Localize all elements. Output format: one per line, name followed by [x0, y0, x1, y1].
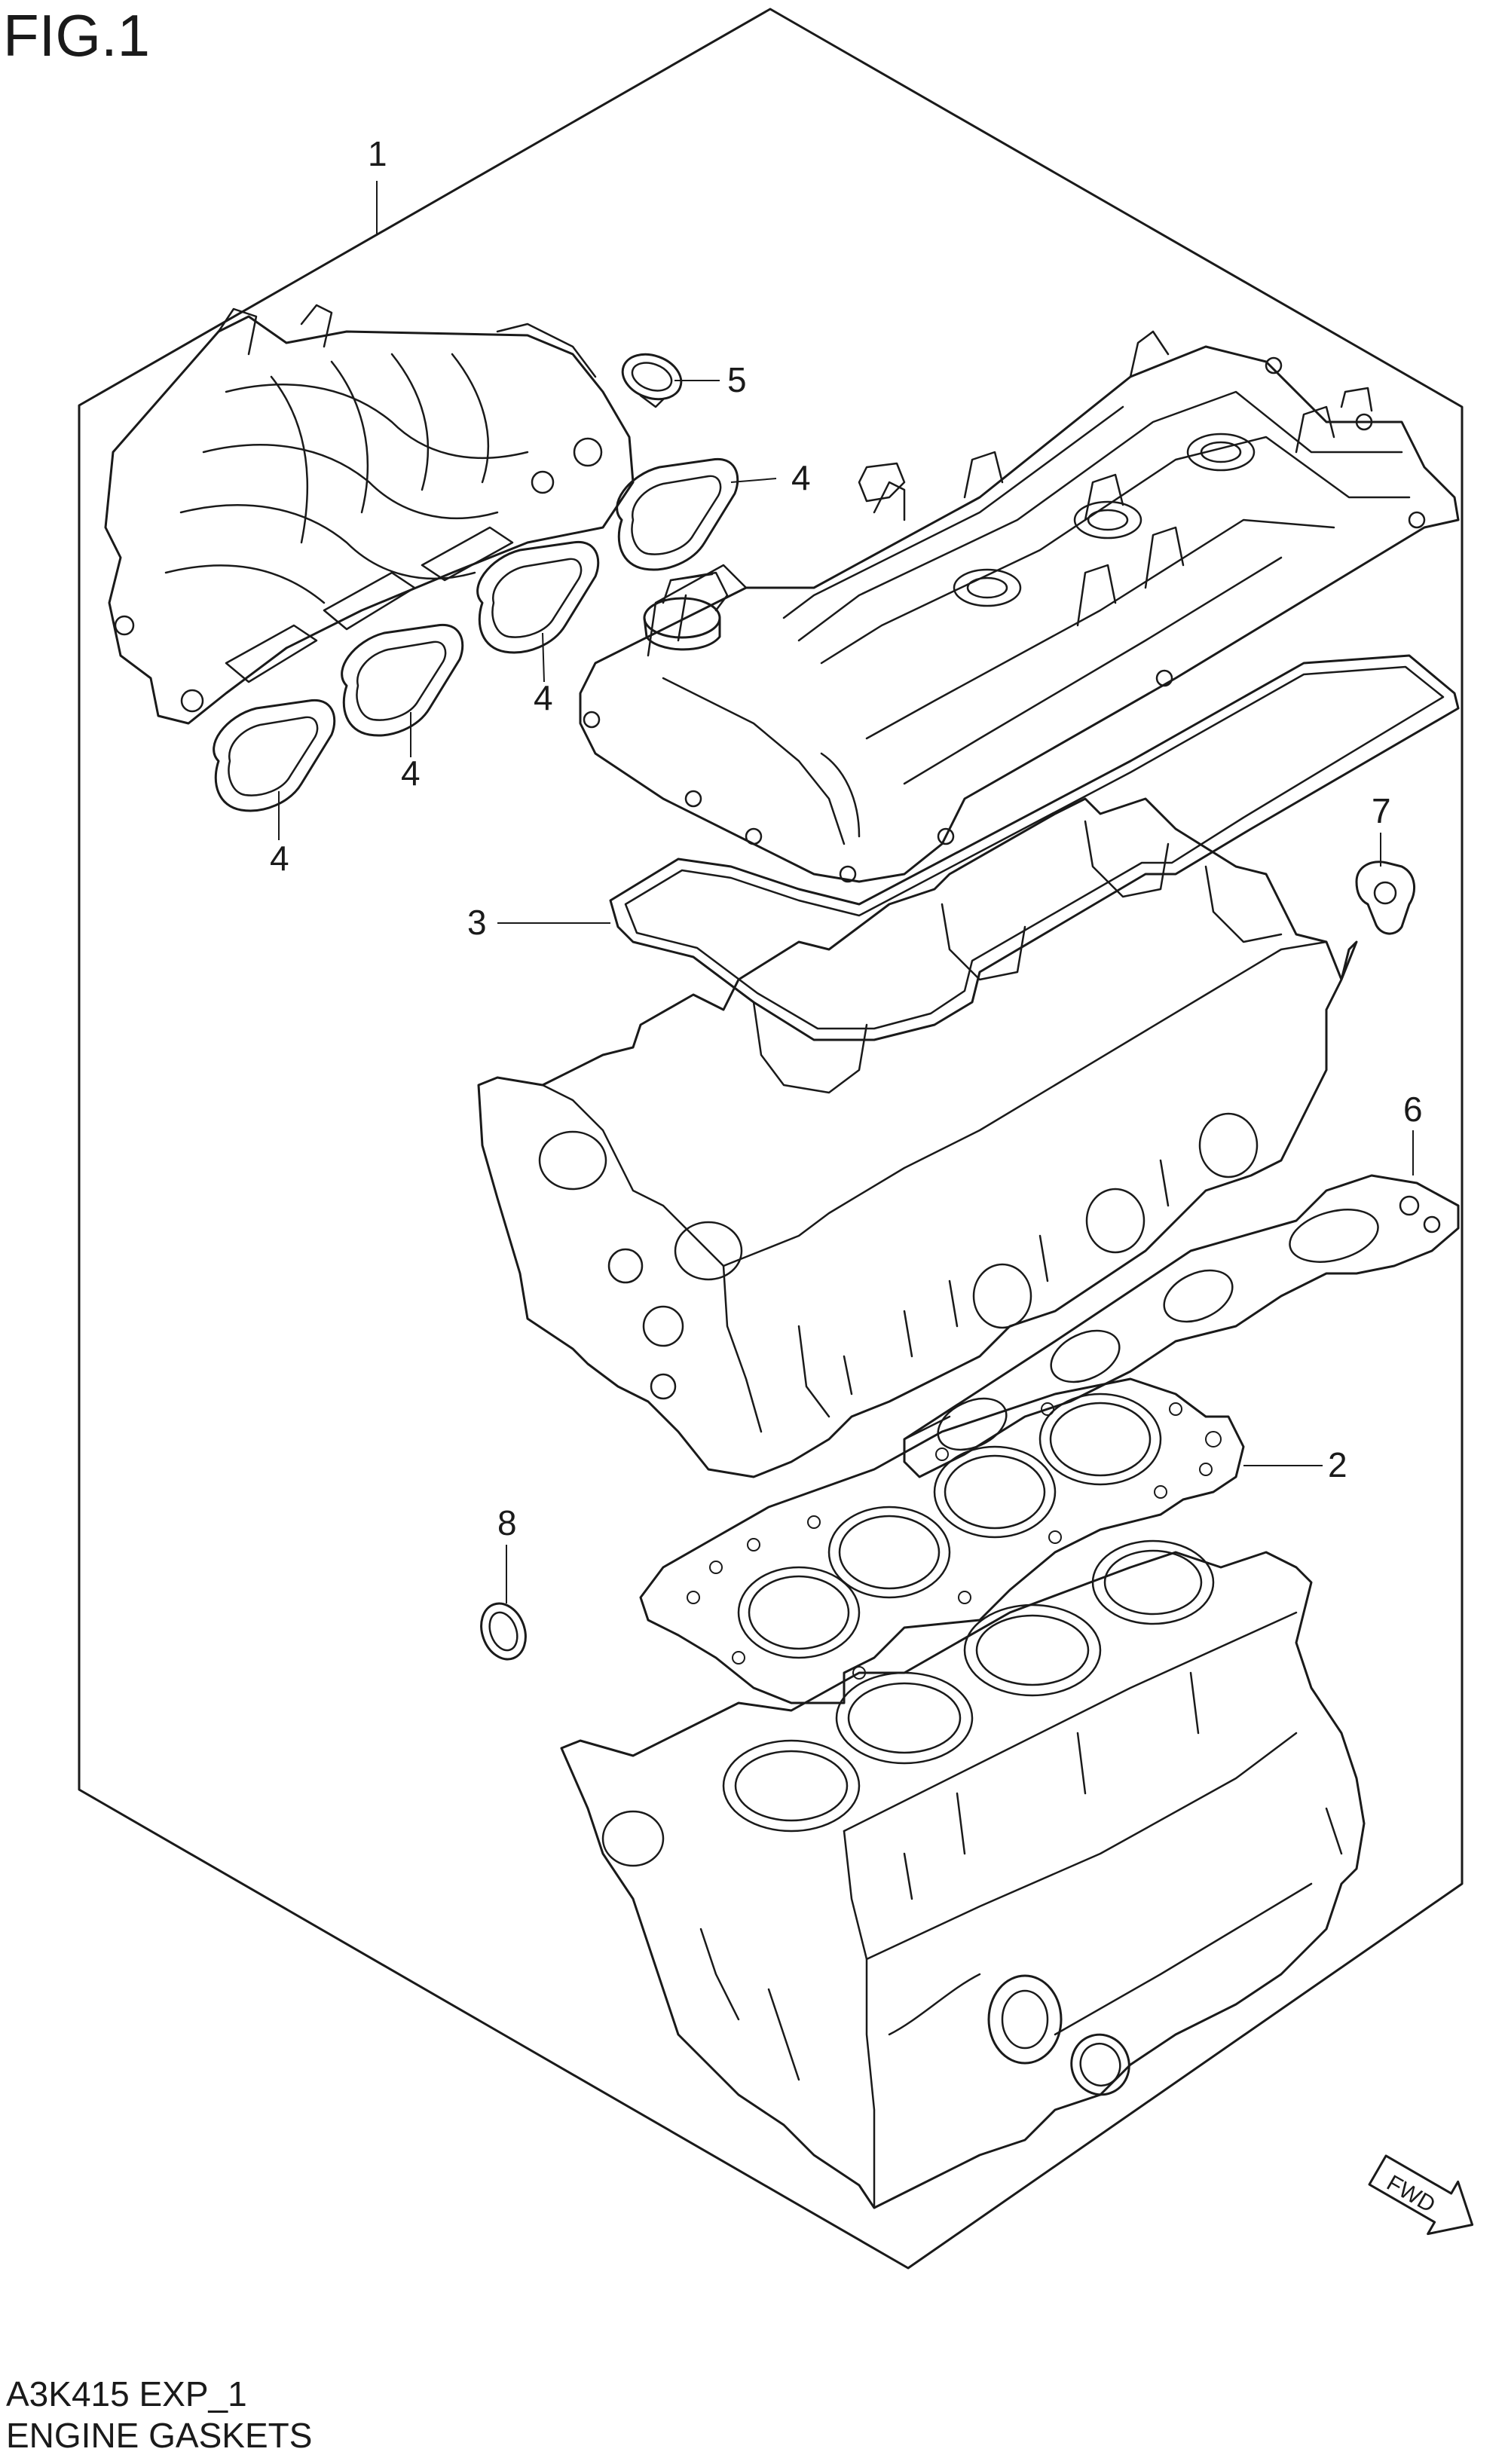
callout-4c: 4 — [401, 754, 421, 793]
intake-gasket-3 — [476, 540, 600, 654]
gasket-7 — [1355, 861, 1416, 935]
cylinder-block — [560, 1539, 1366, 2209]
callout-5: 5 — [727, 360, 747, 399]
forward-label: FWD — [1382, 2170, 1439, 2218]
callout-8: 8 — [497, 1503, 517, 1542]
cylinder-head-cover — [579, 330, 1460, 883]
seal-ring-5 — [621, 353, 683, 408]
seal-ring-8 — [480, 1602, 527, 1661]
callout-labels: 1 2 3 4 4 4 4 5 6 7 8 — [270, 134, 1423, 1542]
figure-label: FIG.1 — [3, 2, 151, 69]
callout-6: 6 — [1403, 1090, 1423, 1129]
callout-2: 2 — [1328, 1445, 1347, 1484]
callout-4a: 4 — [791, 458, 811, 497]
callout-4d: 4 — [270, 839, 289, 878]
callout-3: 3 — [467, 903, 487, 942]
forward-arrow-icon: FWD — [1368, 2154, 1474, 2236]
leader-lines — [278, 181, 1414, 1603]
oil-filler-cap — [643, 571, 729, 651]
intake-gasket-4 — [616, 457, 739, 571]
intake-gasket-1 — [213, 699, 336, 812]
section-name: ENGINE GASKETS — [6, 2416, 313, 2455]
callout-4b: 4 — [534, 678, 553, 717]
intake-gasket-2 — [341, 623, 464, 737]
gasket-kit-boundary — [78, 8, 1464, 2270]
callout-7: 7 — [1372, 791, 1391, 830]
intake-gaskets — [213, 457, 739, 812]
model-code: A3K415 EXP_1 — [6, 2374, 247, 2414]
intake-manifold — [104, 304, 635, 725]
cylinder-head — [477, 797, 1358, 1478]
cylinder-head-gasket — [639, 1377, 1245, 1704]
callout-1: 1 — [368, 134, 387, 173]
exhaust-gasket — [903, 1174, 1460, 1478]
